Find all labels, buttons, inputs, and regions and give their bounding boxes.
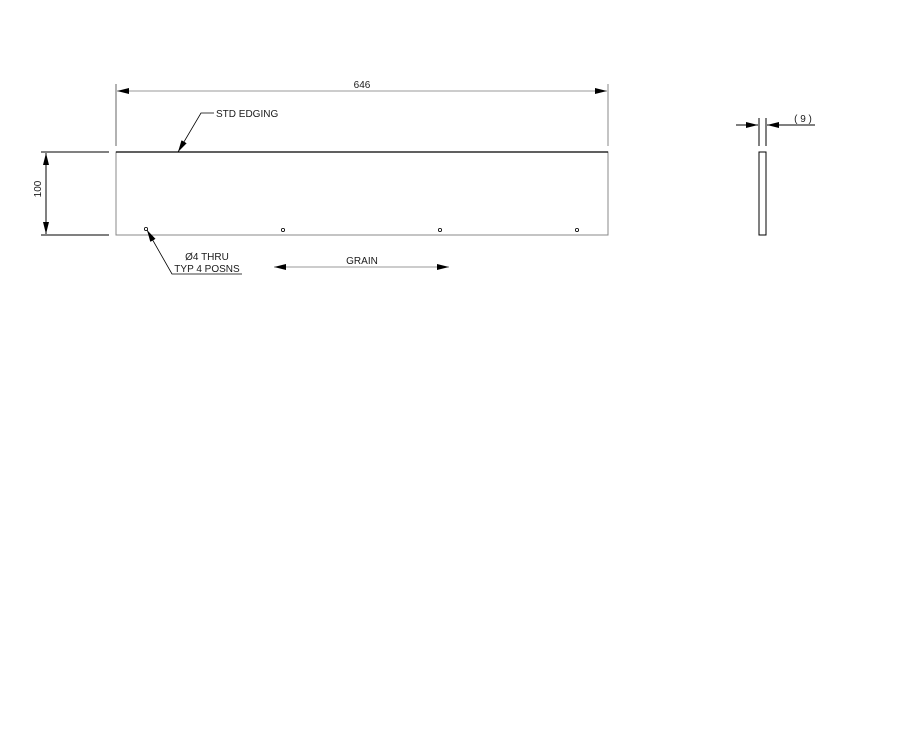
width-dimension: 646	[115, 80, 609, 146]
front-view: 646 100 STD EDGING Ø4 THRU TYP 4 POSNS	[33, 80, 609, 275]
side-panel-outline	[758, 151, 767, 236]
side-view: ( 9 )	[736, 114, 815, 236]
hole-callout-line1: Ø4 THRU	[185, 252, 229, 263]
height-dimension: 100	[33, 151, 109, 236]
hole-callout-line2: TYP 4 POSNS	[174, 264, 240, 275]
grain-arrow: GRAIN	[274, 256, 449, 270]
hole-4	[575, 227, 580, 232]
width-dimension-label: 646	[354, 80, 371, 91]
grain-label: GRAIN	[346, 256, 378, 267]
height-dimension-label: 100	[33, 180, 44, 197]
holes	[143, 226, 580, 232]
hole-2	[280, 227, 285, 232]
thickness-label: ( 9 )	[794, 114, 812, 125]
thickness-dimension: ( 9 )	[736, 114, 815, 146]
panel-outline	[115, 151, 609, 236]
edging-leader: STD EDGING	[177, 109, 278, 153]
edging-label: STD EDGING	[216, 109, 278, 120]
hole-leader: Ø4 THRU TYP 4 POSNS	[146, 229, 242, 275]
hole-3	[437, 227, 442, 232]
hole-1	[143, 226, 148, 231]
